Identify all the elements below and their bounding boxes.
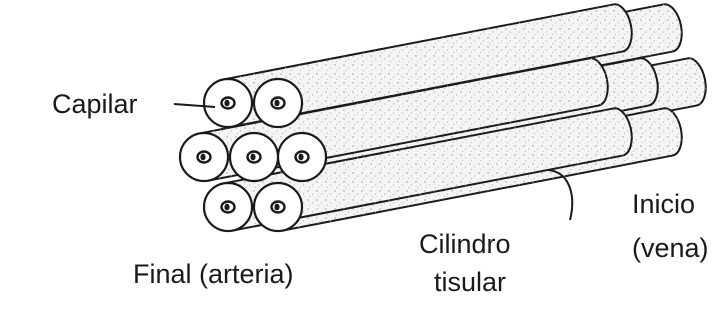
capillary-core-top-left — [224, 100, 229, 107]
capillary-core-middle-left — [200, 154, 205, 161]
capillary-core-middle-center — [250, 154, 255, 161]
label-inicio-line2: (vena) — [632, 232, 709, 264]
capillary-core-bottom-right — [274, 204, 279, 211]
capillary-core-middle-right — [298, 154, 303, 161]
label-capilar: Capilar — [52, 88, 138, 120]
label-final-arteria: Final (arteria) — [133, 258, 294, 290]
label-cilindro-line2: tisular — [434, 266, 506, 298]
capillary-core-bottom-left — [224, 204, 229, 211]
label-inicio-line1: Inicio — [632, 188, 695, 220]
label-cilindro-line1: Cilindro — [419, 228, 511, 260]
capillary-core-top-right — [274, 100, 279, 107]
